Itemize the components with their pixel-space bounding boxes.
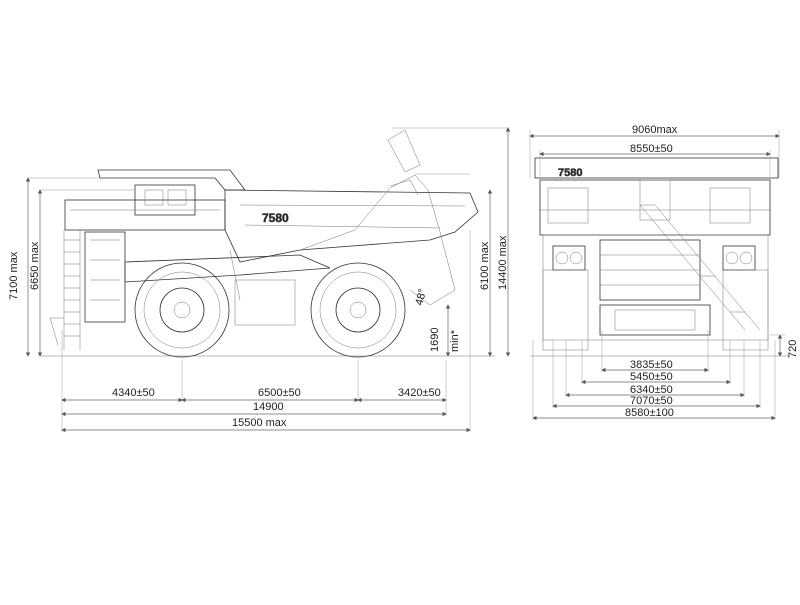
front-view-dimensions: 9060max 8550±50 720 3835±50 5450±50 6340… — [529, 124, 799, 421]
side-model-badge: 7580 — [262, 211, 289, 225]
dim-height-7100: 7100 max — [8, 251, 20, 300]
dim-front-overhang: 4340±50 — [112, 387, 155, 399]
dim-length-14900: 14900 — [253, 401, 284, 413]
dim-height-6100: 6100 max — [479, 241, 491, 290]
front-model-badge: 7580 — [558, 167, 582, 179]
front-view-truck: 7580 — [530, 157, 790, 357]
dim-ground-clearance-unit: min* — [449, 329, 461, 352]
dim-dump-angle: 48° — [413, 288, 429, 307]
side-view-truck: 7580 — [40, 129, 495, 358]
dim-length-15500: 15500 max — [232, 417, 287, 429]
dim-w-5450: 5450±50 — [630, 371, 673, 383]
dim-w-8580: 8580±100 — [625, 407, 674, 419]
dim-w-3835: 3835±50 — [630, 359, 673, 371]
dim-height-14400: 14400 max — [497, 235, 509, 290]
dim-width-8550: 8550±50 — [630, 143, 673, 155]
dim-height-6650: 6650 max — [29, 241, 41, 290]
dim-w-6340: 6340±50 — [630, 384, 673, 396]
dim-ground-clearance: 1690 — [429, 328, 441, 352]
dim-rear-overhang: 3420±50 — [398, 387, 441, 399]
dim-wheelbase: 6500±50 — [258, 387, 301, 399]
dim-height-720: 720 — [787, 340, 799, 358]
side-view-dimensions: 7100 max 6650 max 6100 max 14400 max 48°… — [8, 127, 511, 433]
dim-width-9060: 9060max — [632, 124, 678, 136]
dim-w-7070: 7070±50 — [630, 395, 673, 407]
